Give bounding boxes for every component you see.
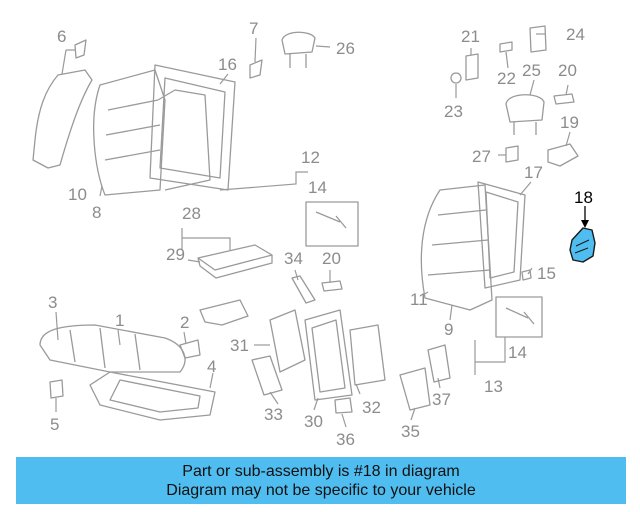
callout-3: 3 <box>48 293 57 312</box>
part-37-bracket <box>427 344 451 383</box>
part-17-frame <box>477 181 526 289</box>
callout-21: 21 <box>461 27 480 46</box>
leader-lines <box>55 33 589 428</box>
part-27-bolt <box>505 145 519 163</box>
callout-26: 26 <box>336 39 355 58</box>
callout-labels: 6 7 16 26 10 8 12 14 28 29 34 20 3 1 2 3… <box>48 19 593 449</box>
callout-20-upper: 20 <box>558 61 577 80</box>
part-14a-box <box>305 201 359 247</box>
part-30-frame <box>304 309 353 401</box>
part-20-bolt <box>321 280 343 292</box>
callout-20-lower: 20 <box>322 249 341 268</box>
part-29-tray <box>199 299 249 326</box>
part-7-clip <box>249 59 263 79</box>
part-5-clip <box>49 379 64 399</box>
part-9-cushion-lines <box>427 209 491 276</box>
callout-15: 15 <box>537 264 556 283</box>
part-30-frame-inner <box>311 319 346 393</box>
callout-7: 7 <box>249 19 258 38</box>
callout-5: 5 <box>50 415 59 434</box>
part-16-frame <box>149 64 236 191</box>
part-22-pin <box>499 41 513 53</box>
callout-31: 31 <box>230 336 249 355</box>
callout-6: 6 <box>57 27 66 46</box>
part-4-frame-inner <box>109 379 201 413</box>
callout-34: 34 <box>284 249 303 268</box>
leader-18-arrow <box>581 220 589 228</box>
callout-28: 28 <box>182 204 201 223</box>
part-23-washer <box>450 72 462 84</box>
callout-23: 23 <box>444 102 463 121</box>
part-15-screw <box>521 269 532 281</box>
callout-35: 35 <box>401 422 420 441</box>
callout-24: 24 <box>566 25 585 44</box>
callout-37: 37 <box>432 390 451 409</box>
callout-10: 10 <box>68 185 87 204</box>
part-14a-bolt <box>315 211 347 229</box>
part-35-bracket <box>399 367 431 411</box>
callout-22: 22 <box>497 69 516 88</box>
callout-9: 9 <box>444 320 453 339</box>
callout-1: 1 <box>115 311 124 330</box>
part-21-guide <box>465 53 479 81</box>
callout-12: 12 <box>301 148 320 167</box>
part-28-box-side <box>197 255 273 279</box>
callout-17: 17 <box>524 163 543 182</box>
part-19-bracket <box>547 143 579 167</box>
part-3-cushion-lines <box>69 327 141 371</box>
part-24-guide <box>529 25 547 53</box>
part-3-cushion <box>39 324 186 373</box>
callout-14-lower: 14 <box>508 343 527 362</box>
part-8-seatback <box>93 69 166 196</box>
callout-2: 2 <box>180 313 189 332</box>
part-36-clip <box>334 397 353 414</box>
callout-11: 11 <box>410 290 428 309</box>
callout-36: 36 <box>336 430 355 449</box>
part-14b-box <box>495 296 543 338</box>
part-26-headrest <box>281 31 316 68</box>
part-20b-bolt <box>553 93 575 105</box>
callout-8: 8 <box>92 203 101 222</box>
part-6-clip <box>74 39 87 59</box>
callout-16: 16 <box>218 55 237 74</box>
banner-line-1: Part or sub-assembly is #18 in diagram <box>182 462 460 480</box>
part-2-bracket <box>179 339 201 359</box>
banner-line-2: Diagram may not be specific to your vehi… <box>166 481 476 499</box>
callout-30: 30 <box>304 412 323 431</box>
parts-diagram: 6 7 16 26 10 8 12 14 28 29 34 20 3 1 2 3… <box>32 19 596 449</box>
part-25-headrest <box>505 94 545 135</box>
callout-27: 27 <box>472 147 491 166</box>
part-9-seatback <box>420 184 493 311</box>
part-14b-bolt <box>505 307 535 325</box>
callout-4: 4 <box>207 357 216 376</box>
part-16-frame-inner <box>159 77 226 179</box>
callout-19: 19 <box>560 113 579 132</box>
part-18-detail <box>574 239 590 254</box>
callout-33: 33 <box>264 405 283 424</box>
part-8-seatback-right <box>157 89 211 191</box>
part-33-trim <box>251 355 283 396</box>
callout-32: 32 <box>362 398 381 417</box>
part-32-panel <box>349 324 386 386</box>
part-31-panel <box>269 309 306 373</box>
part-4-frame <box>89 371 216 421</box>
callout-13: 13 <box>484 377 503 396</box>
part-18-highlight <box>569 227 596 263</box>
callout-29: 29 <box>166 245 185 264</box>
callout-25: 25 <box>522 61 541 80</box>
callout-18: 18 <box>574 188 593 207</box>
part-drawings <box>32 25 596 421</box>
callout-14-upper: 14 <box>308 178 327 197</box>
info-banner: Part or sub-assembly is #18 in diagram D… <box>16 457 626 504</box>
part-34-strip <box>291 275 316 304</box>
part-6-bolster <box>32 69 93 169</box>
part-17-frame-inner <box>485 191 519 279</box>
